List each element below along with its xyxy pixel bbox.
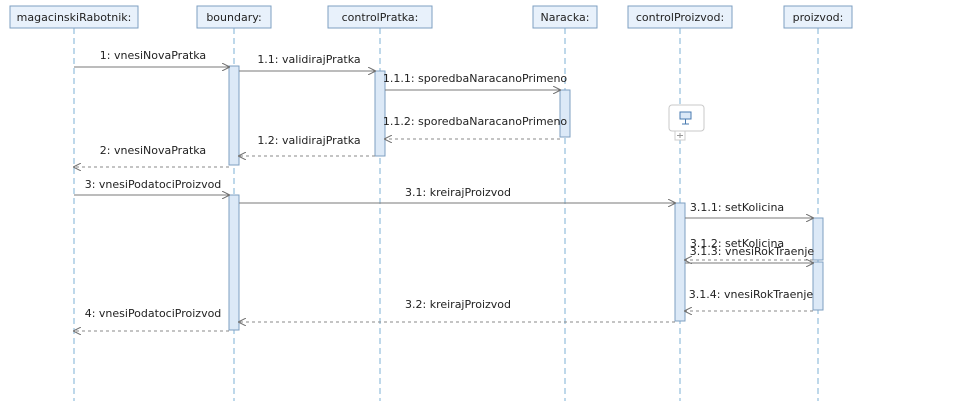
activation-naracka-1[interactable]	[559, 89, 571, 138]
lifeline-label: Naracka:	[541, 11, 590, 24]
message-label: 2: vnesiNovaPratka	[100, 144, 206, 157]
activation-proizvod-2[interactable]	[812, 261, 824, 311]
activation-controlpratka-1[interactable]	[374, 70, 386, 157]
activation-proizvod-1[interactable]	[812, 217, 824, 261]
lifeline-header-controlpratka[interactable]: controlPratka:	[327, 5, 433, 29]
message-label: 4: vnesiPodatociProizvod	[85, 307, 222, 320]
lifeline-label: proizvod:	[793, 11, 844, 24]
message-label: 1.1.2: sporedbaNaracanoPrimeno	[383, 115, 568, 128]
lifeline-label: controlPratka:	[342, 11, 419, 24]
lifeline-header-boundary[interactable]: boundary:	[196, 5, 272, 29]
collapse-expand-icon[interactable]	[668, 104, 705, 141]
message-label: 1: vnesiNovaPratka	[100, 49, 206, 62]
message-label: 3.1.4: vnesiRokTraenje	[689, 288, 814, 301]
message-label: 3.1.2: setKolicina	[690, 237, 784, 250]
activation-boundary-2[interactable]	[228, 194, 240, 331]
message-label: 3.1.1: setKolicina	[690, 201, 784, 214]
lifeline-header-naracka[interactable]: Naracka:	[532, 5, 598, 29]
message-label: 1.2: validirajPratka	[257, 134, 360, 147]
lifeline-header-controlproizvod[interactable]: controlProizvod:	[627, 5, 733, 29]
lifeline-label: controlProizvod:	[636, 11, 724, 24]
lifeline-header-proizvod[interactable]: proizvod:	[783, 5, 853, 29]
message-label: 3: vnesiPodatociProizvod	[85, 178, 222, 191]
activation-controlproizvod-1[interactable]	[674, 202, 686, 322]
message-label: 3.1: kreirajProizvod	[405, 186, 511, 199]
message-label: 1.1: validirajPratka	[257, 53, 360, 66]
message-label: 3.1.3: vnesiRokTraenje	[690, 245, 815, 258]
lifeline-header-rabotnik[interactable]: magacinskiRabotnik:	[9, 5, 139, 29]
lifeline-label: boundary:	[206, 11, 261, 24]
message-label: 3.2: kreirajProizvod	[405, 298, 511, 311]
lifeline-label: magacinskiRabotnik:	[17, 11, 132, 24]
message-label: 1.1.1: sporedbaNaracanoPrimeno	[383, 72, 568, 85]
activation-boundary-1[interactable]	[228, 65, 240, 166]
